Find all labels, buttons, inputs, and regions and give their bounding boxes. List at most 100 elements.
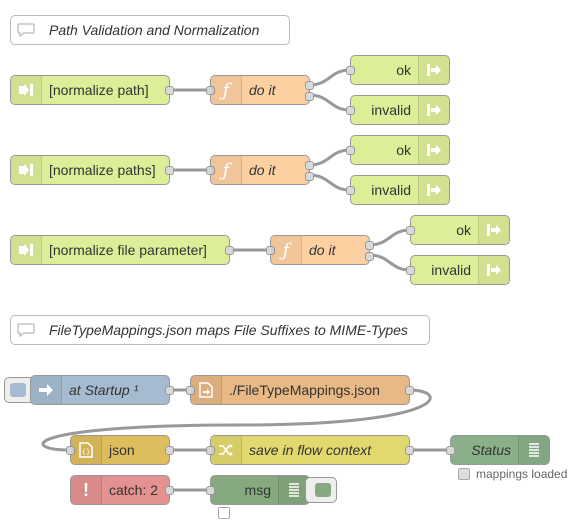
- link-out-icon: [418, 176, 449, 204]
- node-label: do it: [249, 162, 276, 178]
- link-in-normalize-path[interactable]: [normalize path]: [10, 75, 174, 105]
- function-do-it-1[interactable]: ƒ do it: [206, 75, 314, 105]
- output-port-2[interactable]: [365, 252, 374, 261]
- link-out-invalid-3[interactable]: invalid: [406, 255, 510, 285]
- node-label: [normalize path]: [49, 82, 149, 98]
- output-port-2[interactable]: [305, 172, 314, 181]
- debug-toggle-button[interactable]: [305, 477, 337, 503]
- input-port[interactable]: [446, 446, 455, 455]
- input-port[interactable]: [346, 186, 355, 195]
- node-label: ok: [396, 142, 411, 158]
- link-out-invalid-2[interactable]: invalid: [346, 175, 450, 205]
- link-out-icon: [478, 216, 509, 244]
- status-text: mappings loaded: [476, 467, 568, 481]
- input-port[interactable]: [406, 266, 415, 275]
- link-out-icon: [418, 96, 449, 124]
- svg-text:{}: {}: [82, 448, 90, 456]
- list-icon: [518, 436, 549, 464]
- output-port-1[interactable]: [305, 161, 314, 170]
- change-save-in-flow-context[interactable]: save in flow context: [206, 435, 414, 465]
- ui-status[interactable]: Status: [446, 435, 550, 465]
- comment-label: FileTypeMappings.json maps File Suffixes…: [49, 322, 408, 338]
- function-icon: ƒ: [211, 76, 242, 104]
- function-do-it-3[interactable]: ƒ do it: [266, 235, 374, 265]
- input-port[interactable]: [186, 386, 195, 395]
- node-label: ok: [456, 222, 471, 238]
- change-icon: [211, 436, 242, 464]
- input-port[interactable]: [346, 66, 355, 75]
- link-in-normalize-file-parameter[interactable]: [normalize file parameter]: [10, 235, 234, 265]
- comment-icon: [11, 316, 41, 344]
- output-port-1[interactable]: [365, 241, 374, 250]
- output-port-2[interactable]: [305, 92, 314, 101]
- link-out-ok-2[interactable]: ok: [346, 135, 450, 165]
- ui-status-indicator: mappings loaded: [458, 467, 567, 481]
- function-do-it-2[interactable]: ƒ do it: [206, 155, 314, 185]
- input-port[interactable]: [406, 226, 415, 235]
- output-port[interactable]: [405, 386, 414, 395]
- output-port[interactable]: [165, 86, 174, 95]
- json-icon: {}: [71, 436, 102, 464]
- node-label: json: [109, 442, 135, 458]
- link-in-normalize-paths[interactable]: [normalize paths]: [10, 155, 174, 185]
- link-out-icon: [478, 256, 509, 284]
- input-port[interactable]: [206, 486, 215, 495]
- link-out-ok-1[interactable]: ok: [346, 55, 450, 85]
- function-icon: ƒ: [271, 236, 302, 264]
- node-label: at Startup ¹: [69, 382, 139, 398]
- comment-label: Path Validation and Normalization: [49, 22, 260, 38]
- output-port[interactable]: [405, 446, 414, 455]
- node-label: catch: 2: [109, 482, 159, 498]
- function-icon: ƒ: [211, 156, 242, 184]
- link-in-icon: [11, 156, 42, 184]
- output-port[interactable]: [225, 246, 234, 255]
- link-out-ok-3[interactable]: ok: [406, 215, 510, 245]
- json-parser[interactable]: {} json: [66, 435, 174, 465]
- debug-status-indicator: [218, 507, 236, 519]
- inject-at-startup[interactable]: at Startup ¹: [30, 375, 174, 405]
- node-label: invalid: [431, 262, 471, 278]
- status-dot: [458, 468, 470, 480]
- debug-toggle-face: [315, 483, 331, 497]
- inject-icon: [31, 376, 62, 404]
- node-label: do it: [309, 242, 336, 258]
- output-port-1[interactable]: [305, 81, 314, 90]
- input-port[interactable]: [206, 86, 215, 95]
- output-port[interactable]: [165, 166, 174, 175]
- debug-msg[interactable]: msg: [206, 475, 310, 505]
- link-in-icon: [11, 236, 42, 264]
- node-label: msg: [244, 482, 271, 498]
- node-label: Status: [471, 442, 511, 458]
- file-icon: [191, 376, 222, 404]
- input-port[interactable]: [266, 246, 275, 255]
- link-out-icon: [418, 136, 449, 164]
- comment-icon: [11, 16, 41, 44]
- node-label: [normalize file parameter]: [49, 242, 207, 258]
- node-label: do it: [249, 82, 276, 98]
- node-label: invalid: [371, 102, 411, 118]
- list-icon: [278, 476, 309, 504]
- node-label: save in flow context: [249, 442, 372, 458]
- inject-button-face: [10, 383, 26, 397]
- output-port[interactable]: [165, 486, 174, 495]
- node-label: ./FileTypeMappings.json: [229, 382, 380, 398]
- comment-filetype-mappings[interactable]: FileTypeMappings.json maps File Suffixes…: [10, 315, 430, 345]
- node-label: ok: [396, 62, 411, 78]
- input-port[interactable]: [206, 446, 215, 455]
- node-label: invalid: [371, 182, 411, 198]
- output-port[interactable]: [165, 446, 174, 455]
- link-out-icon: [418, 56, 449, 84]
- input-port[interactable]: [206, 166, 215, 175]
- status-dot: [218, 507, 230, 519]
- output-port[interactable]: [165, 386, 174, 395]
- link-out-invalid-1[interactable]: invalid: [346, 95, 450, 125]
- input-port[interactable]: [346, 106, 355, 115]
- comment-path-validation[interactable]: Path Validation and Normalization: [10, 15, 290, 45]
- file-in-filetypemappings[interactable]: ./FileTypeMappings.json: [186, 375, 414, 405]
- link-in-icon: [11, 76, 42, 104]
- catch-node[interactable]: ! catch: 2: [70, 475, 174, 505]
- input-port[interactable]: [346, 146, 355, 155]
- alert-icon: !: [71, 476, 102, 504]
- input-port[interactable]: [66, 446, 75, 455]
- node-label: [normalize paths]: [49, 162, 156, 178]
